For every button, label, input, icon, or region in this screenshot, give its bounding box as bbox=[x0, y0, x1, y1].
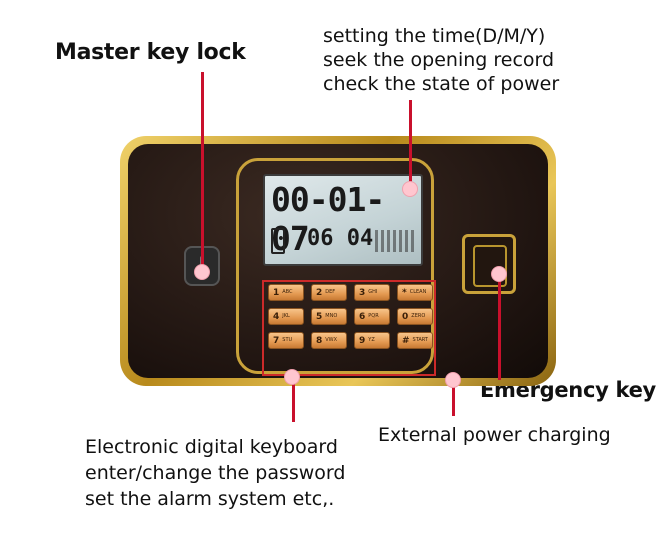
keypad-key-hash[interactable]: #START bbox=[397, 332, 433, 349]
callout-line-keypad bbox=[292, 376, 295, 422]
key-main-label: 5 bbox=[316, 312, 323, 322]
label-time-line-1: setting the time(D/M/Y) bbox=[323, 25, 546, 47]
key-main-label: 6 bbox=[359, 312, 366, 322]
callout-dot-master-key bbox=[194, 264, 210, 280]
key-main-label: 1 bbox=[273, 288, 280, 298]
keypad-outline bbox=[262, 280, 436, 376]
callout-line-master-key bbox=[201, 72, 204, 268]
battery-icon bbox=[271, 228, 285, 254]
key-main-label: # bbox=[402, 336, 410, 346]
label-time-functions: setting the time(D/M/Y) seek the opening… bbox=[323, 24, 559, 96]
key-main-label: 2 bbox=[316, 288, 323, 298]
callout-dot-power bbox=[445, 372, 461, 388]
lcd-status-icon bbox=[375, 230, 415, 252]
key-main-label: * bbox=[402, 288, 407, 298]
callout-dot-emergency bbox=[491, 266, 507, 282]
key-main-label: 7 bbox=[273, 336, 280, 346]
key-sub-label: ABC bbox=[282, 289, 293, 295]
lcd-display: 00-01-07 06 04 bbox=[263, 174, 423, 266]
callout-dot-display bbox=[402, 181, 418, 197]
key-sub-label: CLEAN bbox=[409, 289, 427, 295]
key-main-label: 3 bbox=[359, 288, 366, 298]
callout-line-emergency bbox=[498, 272, 501, 380]
key-main-label: 9 bbox=[359, 336, 366, 346]
keypad-key-star[interactable]: *CLEAN bbox=[397, 284, 433, 301]
key-sub-label: GHI bbox=[368, 289, 378, 295]
callout-line-display bbox=[409, 100, 412, 188]
emergency-key-slot[interactable] bbox=[462, 234, 516, 294]
label-keyboard-line-2: enter/change the password bbox=[85, 462, 346, 484]
key-main-label: 0 bbox=[402, 312, 409, 322]
key-sub-label: PQR bbox=[368, 313, 379, 319]
key-main-label: 4 bbox=[273, 312, 280, 322]
label-external-power: External power charging bbox=[378, 424, 611, 446]
label-keyboard-line-1: Electronic digital keyboard bbox=[85, 436, 338, 458]
key-sub-label: MNO bbox=[325, 313, 338, 319]
label-keyboard-line-3: set the alarm system etc,. bbox=[85, 488, 335, 510]
key-sub-label: DEF bbox=[325, 289, 336, 295]
emergency-key-icon bbox=[473, 245, 507, 287]
label-keyboard-functions: Electronic digital keyboard enter/change… bbox=[85, 434, 345, 512]
callout-line-power bbox=[452, 380, 455, 416]
key-sub-label: YZ bbox=[368, 337, 375, 343]
key-sub-label: VWX bbox=[325, 337, 338, 343]
key-sub-label: START bbox=[412, 337, 428, 343]
label-time-line-3: check the state of power bbox=[323, 73, 560, 95]
lcd-time-readout: 06 04 bbox=[307, 226, 374, 251]
callout-dot-keypad bbox=[284, 369, 300, 385]
label-time-line-2: seek the opening record bbox=[323, 49, 555, 71]
key-main-label: 8 bbox=[316, 336, 323, 346]
lcd-date-readout: 00-01-07 bbox=[271, 180, 385, 258]
key-sub-label: ZERO bbox=[411, 313, 426, 319]
key-sub-label: STU bbox=[282, 337, 293, 343]
label-master-key-lock: Master key lock bbox=[55, 40, 246, 65]
display-frame bbox=[236, 158, 434, 374]
key-sub-label: JKL bbox=[282, 313, 290, 319]
